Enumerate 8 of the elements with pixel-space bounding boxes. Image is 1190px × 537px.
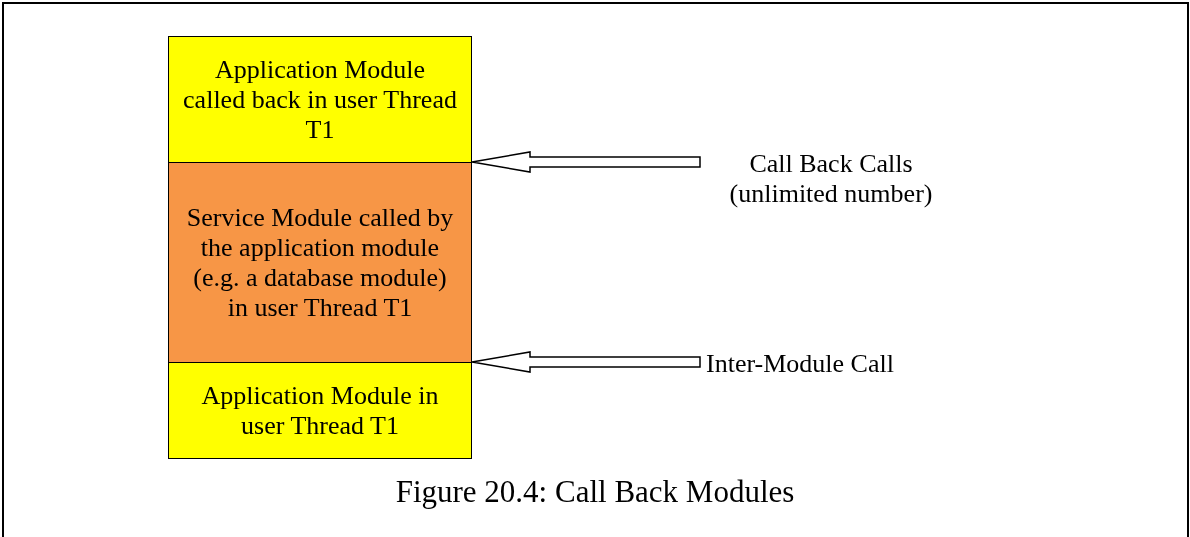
module-box: Application Module in user Thread T1 [168, 362, 472, 459]
module-box: Service Module called by the application module (e.g. a database module) in user Thread T1 [168, 162, 472, 363]
hollow-arrow [471, 351, 701, 373]
hollow-arrow [471, 151, 701, 173]
callout-text: Inter-Module Call [706, 348, 946, 380]
module-box: Application Module called back in user Thread T1 [168, 36, 472, 163]
figure-caption: Figure 20.4: Call Back Modules [394, 474, 796, 510]
callout-text: Call Back Calls (unlimited number) [706, 146, 956, 212]
